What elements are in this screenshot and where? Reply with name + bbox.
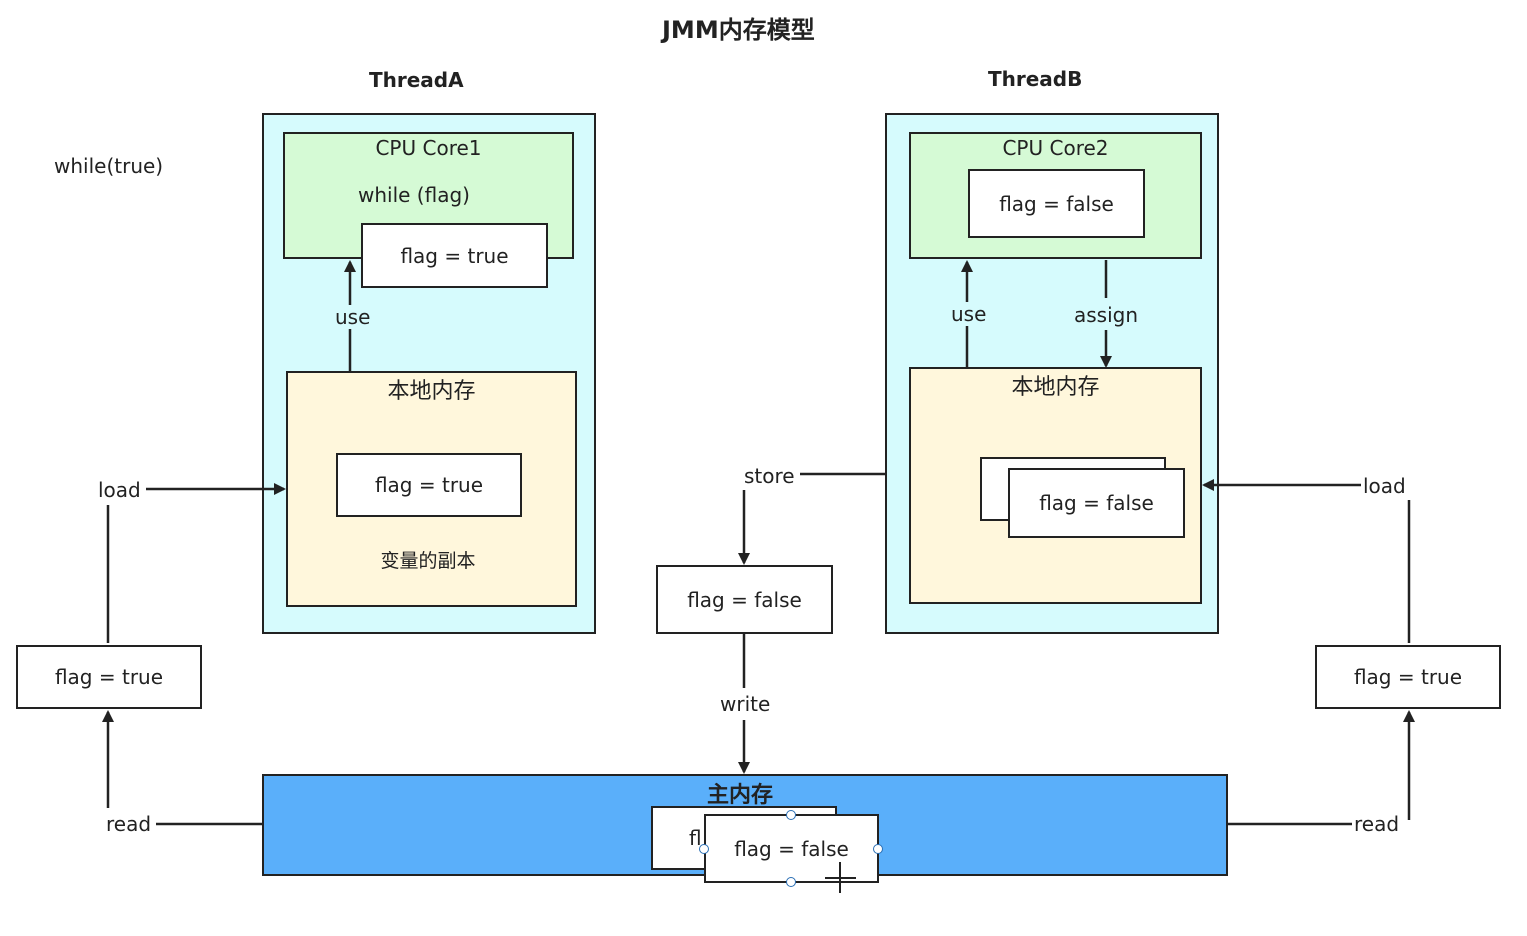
thread-a-label: ThreadA	[369, 68, 464, 92]
right-flag[interactable]: flag = true	[1315, 645, 1501, 709]
thread-b-local-memory-label: 本地内存	[1011, 375, 1100, 400]
cpu-core2-label: CPU Core2	[1002, 136, 1109, 160]
thread-b-label: ThreadB	[988, 67, 1083, 91]
thread-a-local-memory-label: 本地内存	[387, 379, 476, 404]
diagram-title: JMM内存模型	[662, 16, 815, 44]
cpu-core2-flag[interactable]: flag = false	[968, 169, 1145, 238]
left-flag[interactable]: flag = true	[16, 645, 202, 709]
main-memory-flag-back-text: fl	[689, 826, 702, 850]
middle-flag[interactable]: flag = false	[656, 565, 833, 634]
cpu-core1-flag[interactable]: flag = true	[361, 223, 548, 288]
thread-a-copy-label: 变量的副本	[380, 550, 476, 572]
thread-a-local-flag[interactable]: flag = true	[336, 453, 522, 517]
write-label: write	[718, 692, 773, 716]
store-label: store	[742, 464, 797, 488]
main-memory-label: 主内存	[707, 783, 774, 808]
selection-handle-right[interactable]	[873, 844, 883, 854]
thread-b-assign-label: assign	[1072, 303, 1141, 327]
right-read-label: read	[1352, 812, 1402, 836]
selection-handle-left[interactable]	[699, 844, 709, 854]
side-note: while(true)	[54, 154, 164, 178]
selection-handle-bottom[interactable]	[786, 877, 796, 887]
left-read-label: read	[104, 812, 154, 836]
right-load-label: load	[1361, 474, 1408, 498]
left-load-label: load	[96, 478, 143, 502]
thread-a-use-label: use	[333, 305, 373, 329]
cpu-core1-label: CPU Core1	[375, 136, 482, 160]
thread-a-code: while (flag)	[358, 183, 470, 207]
thread-b-local-flag[interactable]: flag = false	[1008, 468, 1185, 538]
selection-handle-top[interactable]	[786, 810, 796, 820]
thread-b-use-label: use	[949, 302, 989, 326]
